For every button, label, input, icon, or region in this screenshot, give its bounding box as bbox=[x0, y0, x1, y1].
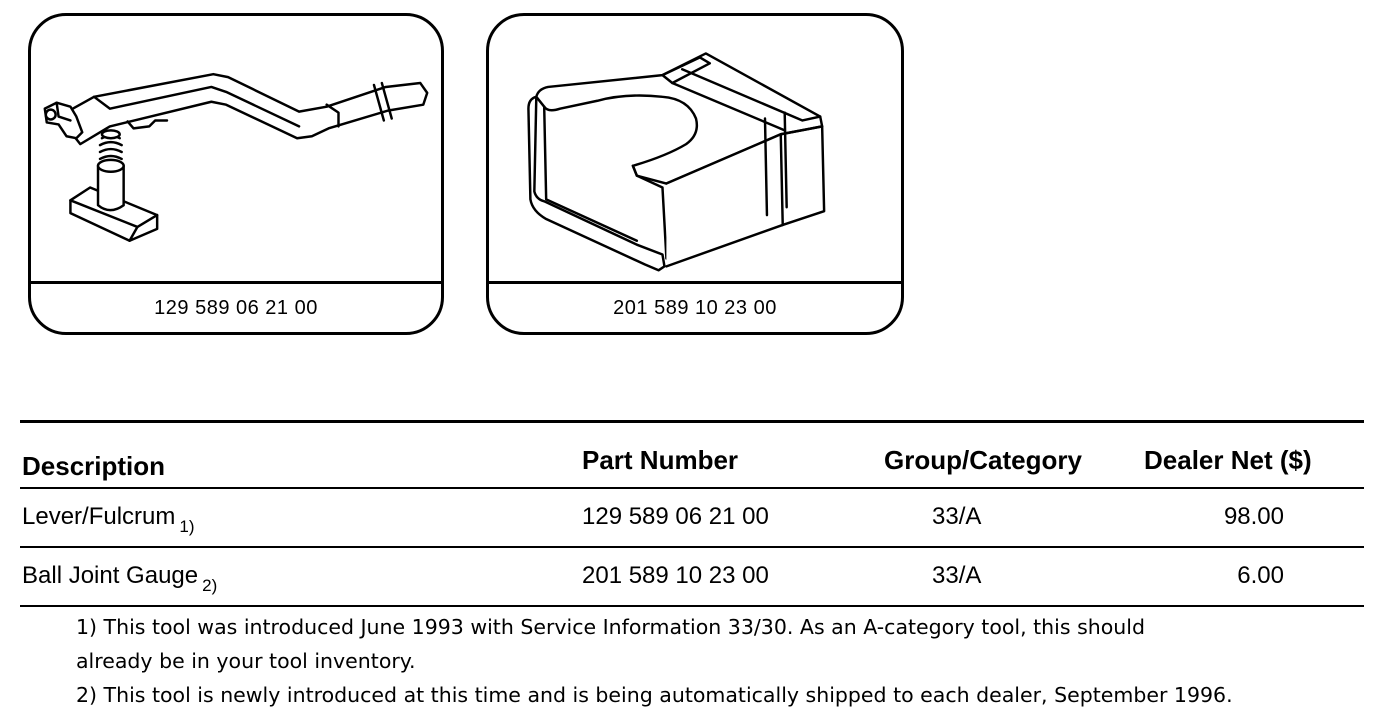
footnote-1-line-2: already be in your tool inventory. bbox=[76, 649, 416, 673]
table-bottom-rule bbox=[20, 605, 1364, 607]
footnote-2: 2) This tool is newly introduced at this… bbox=[76, 683, 1233, 707]
footnote-1-line-1: 1) This tool was introduced June 1993 wi… bbox=[76, 615, 1145, 639]
footnotes: 1) This tool was introduced June 1993 wi… bbox=[76, 610, 1376, 712]
row-dealer-net: 98.00 bbox=[1223, 503, 1284, 530]
footnote-ref: 2) bbox=[202, 576, 218, 595]
table-top-rule bbox=[20, 420, 1364, 423]
row-group-category: 33/A bbox=[932, 562, 982, 589]
lever-fulcrum-illustration bbox=[43, 72, 429, 242]
row-part-number: 201 589 10 23 00 bbox=[582, 562, 769, 589]
header-dealer-net: Dealer Net ($) bbox=[1144, 445, 1312, 475]
header-part-number: Part Number bbox=[582, 445, 739, 475]
tool-card-lever-fulcrum: 129 589 06 21 00 bbox=[28, 13, 444, 335]
ball-joint-gauge-illustration bbox=[527, 52, 826, 272]
row-group-category: 33/A bbox=[932, 503, 982, 530]
header-group-category: Group/Category bbox=[884, 445, 1082, 475]
tool-part-number-caption: 201 589 10 23 00 bbox=[489, 281, 901, 332]
header-description: Description bbox=[22, 451, 166, 481]
row-dealer-net: 6.00 bbox=[1237, 562, 1284, 589]
table-rule bbox=[20, 487, 1364, 489]
table-header-row: Description Part Number Group/Category D… bbox=[20, 423, 1364, 487]
table-rule bbox=[20, 546, 1364, 548]
tool-part-number-caption: 129 589 06 21 00 bbox=[31, 281, 441, 332]
row-part-number: 129 589 06 21 00 bbox=[582, 503, 769, 530]
footnote-ref: 1) bbox=[179, 517, 195, 536]
parts-table: Description Part Number Group/Category D… bbox=[20, 420, 1364, 607]
tool-card-ball-joint-gauge: 201 589 10 23 00 bbox=[486, 13, 904, 335]
